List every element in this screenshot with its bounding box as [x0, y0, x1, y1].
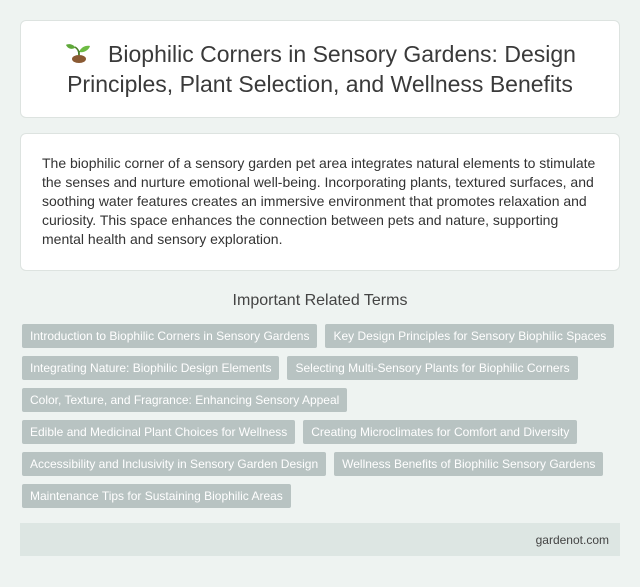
- related-term-tag[interactable]: Introduction to Biophilic Corners in Sen…: [22, 324, 318, 348]
- title-card: Biophilic Corners in Sensory Gardens: De…: [20, 20, 620, 118]
- related-term-tag[interactable]: Creating Microclimates for Comfort and D…: [303, 420, 578, 444]
- related-terms-list: Introduction to Biophilic Corners in Sen…: [22, 324, 622, 508]
- related-term-tag[interactable]: Edible and Medicinal Plant Choices for W…: [22, 420, 296, 444]
- related-term-tag[interactable]: Wellness Benefits of Biophilic Sensory G…: [334, 452, 604, 476]
- related-term-tag[interactable]: Integrating Nature: Biophilic Design Ele…: [22, 356, 280, 380]
- related-term-tag[interactable]: Selecting Multi-Sensory Plants for Bioph…: [287, 356, 578, 380]
- related-term-tag[interactable]: Maintenance Tips for Sustaining Biophili…: [22, 484, 291, 508]
- description-text: The biophilic corner of a sensory garden…: [42, 155, 596, 247]
- related-term-tag[interactable]: Key Design Principles for Sensory Biophi…: [325, 324, 615, 348]
- related-term-tag[interactable]: Accessibility and Inclusivity in Sensory…: [22, 452, 327, 476]
- sprout-icon: [64, 41, 94, 63]
- page-title: Biophilic Corners in Sensory Gardens: De…: [21, 39, 619, 99]
- description-card: The biophilic corner of a sensory garden…: [20, 133, 620, 271]
- related-terms-heading: Important Related Terms: [232, 292, 408, 309]
- footer-site-link[interactable]: gardenot.com: [535, 532, 609, 547]
- page-title-text: Biophilic Corners in Sensory Gardens: De…: [67, 41, 576, 97]
- related-term-tag[interactable]: Color, Texture, and Fragrance: Enhancing…: [22, 388, 348, 412]
- footer: gardenot.com: [20, 523, 620, 556]
